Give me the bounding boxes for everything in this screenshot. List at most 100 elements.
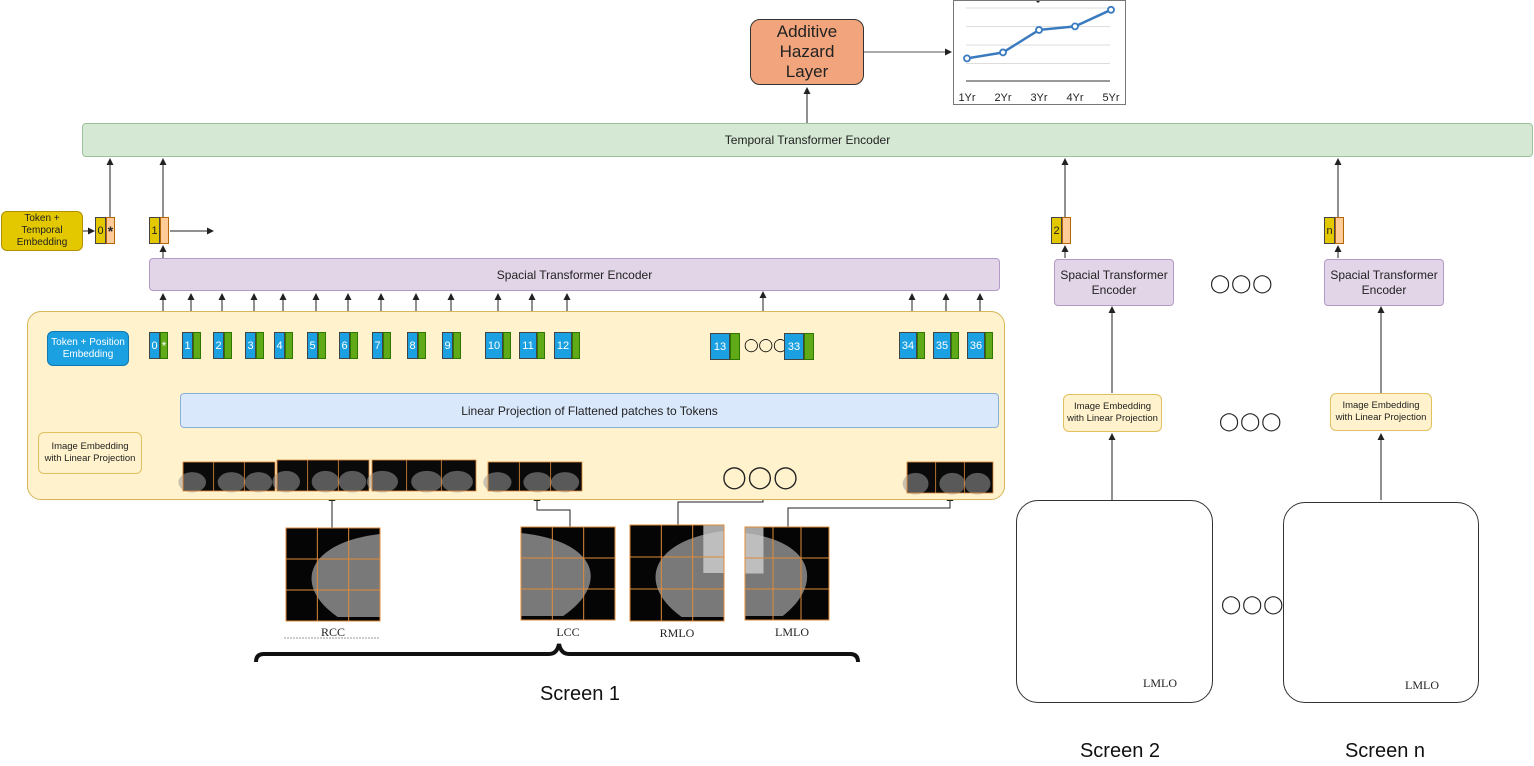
patch-token-bar [503,332,511,359]
tissue-shape [311,470,340,493]
group-token-end: 33 [784,333,814,360]
patch-token-bar [383,332,391,359]
view-label-rcc: RCC [320,625,345,639]
breast-tissue-shape [521,533,591,616]
patch-token-index: 3 [245,332,256,359]
screen-token-n: n [1324,217,1344,244]
group-token-start-index: 13 [710,333,730,360]
view-label-lmlo: LMLO [775,625,809,639]
patch-token: 11 [519,332,545,359]
spatial-transformer-encoder: Spacial Transformer Encoder [149,258,1000,291]
patch-token-bar [572,332,580,359]
tissue-shape [411,470,443,493]
screen-token-bar [1062,217,1071,244]
view-lmlo [744,526,830,621]
patch-token-bar [193,332,201,359]
patch-token: 6 [339,332,358,359]
screenn-label: Screen n [1344,740,1426,762]
tissue-shape [272,470,301,493]
pectoral-muscle-shape [745,527,764,574]
screen-token-bar [160,217,169,244]
patch-strip-rcc-3 [366,459,477,493]
x-tick-label: 3Yr [1030,92,1047,104]
data-point [1107,5,1115,14]
tissue-shape [550,472,580,493]
patch-token: 34 [899,332,925,359]
temporal-transformer-encoder: Temporal Transformer Encoder [82,123,1533,157]
patch-token-index: 11 [519,332,537,359]
cls-patch-token: 0 * [149,332,168,359]
screen-token-bar [1335,217,1344,244]
cls-token-index: 0 [149,332,160,359]
patch-token: 9 [442,332,461,359]
x-tick-label: 4Yr [1066,92,1083,104]
tissue-shape [338,470,367,493]
patch-token-index: 35 [933,332,951,359]
patch-token-index: 5 [307,332,318,359]
data-point [999,48,1007,57]
group-token-end-bar [804,333,814,360]
temporal-cls-token: 0 * [95,217,115,244]
tissue-shape [939,472,966,495]
data-point [963,54,971,63]
patch-token-index: 2 [213,332,224,359]
spatial-transformer-encoder-screenn: Spacial Transformer Encoder [1324,259,1444,306]
group-token-start-bar [730,333,740,360]
temporal-cls-token-marker: * [106,217,115,244]
patch-token: 4 [274,332,293,359]
patch-strip-rcc-1 [178,461,276,493]
patch-strip-rcc-2 [272,459,370,493]
tissue-shape [441,470,473,493]
patch-strip-lcc [483,461,583,493]
patch-token-index: 6 [339,332,350,359]
group-token-end-index: 33 [784,333,804,360]
spatial-transformer-encoder-screen2: Spacial Transformer Encoder [1054,259,1174,306]
linear-projection-layer: Linear Projection of Flattened patches t… [180,393,999,428]
patch-strip-lmlo [902,461,994,495]
screen2-box [1016,500,1213,703]
temporal-cls-token-index: 0 [95,217,106,244]
patch-token-index: 10 [485,332,503,359]
token-temporal-embedding: Token + Temporal Embedding [1,211,83,251]
patch-token-bar [951,332,959,359]
ellipsis-patches: ◯◯◯ [722,464,799,489]
patch-token-bar [537,332,545,359]
tissue-shape [483,472,512,493]
tissue-shape [964,472,991,495]
patch-token-index: 34 [899,332,917,359]
pectoral-muscle-shape [703,525,724,573]
tissue-shape [523,472,552,493]
screen1-label: Screen 1 [539,683,621,705]
patch-token-bar [453,332,461,359]
patch-token: 2 [213,332,232,359]
data-point [1035,26,1043,34]
tissue-shape [366,470,398,493]
x-tick-label: 5Yr [1102,92,1119,104]
patch-token: 35 [933,332,959,359]
screen2-view-label: LMLO [1143,676,1177,690]
screenn-box [1283,502,1479,703]
token-position-embedding: Token + Position Embedding [47,331,129,366]
screen-token-label: 1 [149,217,160,244]
screen1-brace [254,643,860,663]
image-embedding-screen2: Image Embedding with Linear Projection [1063,394,1162,432]
screen2-label: Screen 2 [1079,740,1161,762]
screen-token-label: 2 [1051,217,1062,244]
patch-token-bar [418,332,426,359]
screenn-view-label: LMLO [1405,678,1439,692]
patch-token-index: 12 [554,332,572,359]
patch-token-index: 1 [182,332,193,359]
patch-token: 7 [372,332,391,359]
view-label-lcc: LCC [556,625,580,639]
patch-token-bar [917,332,925,359]
patch-token: 8 [407,332,426,359]
tissue-shape [178,472,206,493]
patch-token-index: 8 [407,332,418,359]
patch-token-bar [285,332,293,359]
patch-token-bar [985,332,993,359]
cls-token-marker: * [160,332,168,359]
patch-token: 1 [182,332,201,359]
